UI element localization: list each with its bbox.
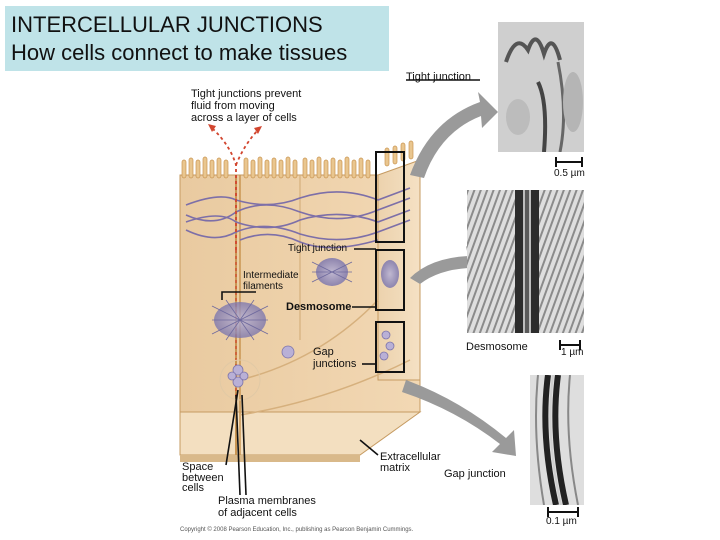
title-box: INTERCELLULAR JUNCTIONS How cells connec… — [5, 6, 389, 71]
label-space-line2: between — [182, 472, 224, 484]
tight-junction-strands — [185, 187, 411, 249]
label-desmosome-mid: Desmosome — [286, 301, 352, 313]
leader-lines — [221, 79, 558, 496]
tight-junction-micrograph — [498, 22, 584, 152]
microvilli — [181, 140, 414, 179]
label-intermediate-line1: Intermediate — [243, 270, 299, 281]
epithelial-cell-block — [179, 124, 422, 462]
label-gap-line2: junctions — [313, 358, 357, 370]
label-desmosome-right: Desmosome — [466, 341, 528, 353]
label-plasma-line1: Plasma membranes — [218, 495, 316, 507]
scale-bars — [547, 157, 583, 517]
label-space-line1: Space — [182, 461, 214, 473]
label-gap-line1: Gap — [313, 346, 334, 358]
label-tight-prevent-line2: fluid from moving — [191, 100, 275, 112]
label-tight-junction-mid: Tight junction — [288, 243, 348, 254]
label-extracellular-line1: Extracellular — [380, 451, 441, 463]
copyright-notice: Copyright © 2008 Pearson Education, Inc.… — [180, 527, 414, 533]
label-tight-prevent-line1: Tight junctions prevent — [191, 88, 302, 100]
gap-junction-channels — [227, 330, 395, 388]
label-extracellular-line2: matrix — [380, 462, 410, 474]
title-line-1: INTERCELLULAR JUNCTIONS — [11, 12, 323, 37]
label-space-line3: cells — [182, 482, 205, 494]
desmosomes — [211, 258, 399, 341]
label-plasma-line2: of adjacent cells — [218, 507, 297, 519]
gap-junction-micrograph — [530, 375, 584, 505]
fluid-flow-arrows — [211, 127, 259, 250]
label-gap-junction-right: Gap junction — [444, 468, 506, 480]
label-tight-junction-top: Tight junction — [406, 71, 472, 83]
callout-boxes — [375, 151, 405, 373]
scale-label-middle: 1 µm — [561, 347, 584, 358]
label-tight-prevent-line3: across a layer of cells — [191, 112, 297, 124]
scale-label-top: 0.5 µm — [554, 168, 585, 179]
label-intermediate-line2: filaments — [243, 281, 284, 292]
desmosome-micrograph — [467, 190, 584, 333]
scale-label-bottom: 0.1 µm — [546, 516, 577, 527]
title-line-2: How cells connect to make tissues — [11, 40, 348, 65]
